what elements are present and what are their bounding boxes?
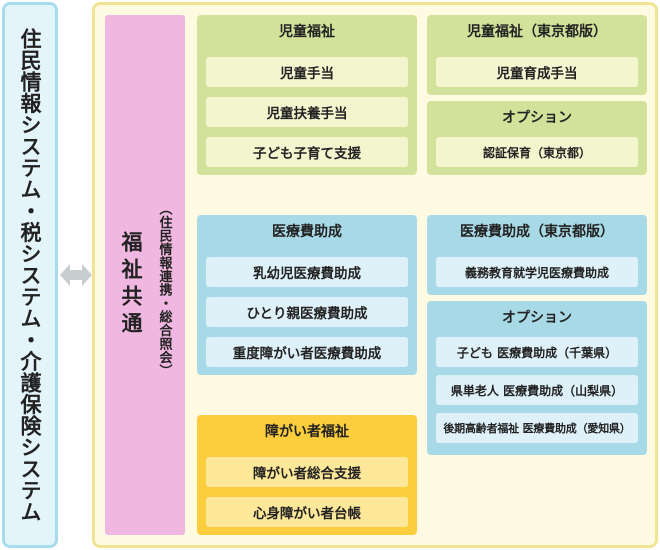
group-title: 障がい者福祉 [265,424,349,440]
disability-welfare-group: 障がい者福祉 障がい者総合支援 心身障がい者台帳 [197,415,417,535]
module-item: 障がい者総合支援 [206,457,408,487]
welfare-common-box: 福祉共通 （住民情報連携・総合照会） [105,15,185,535]
module-item: 心身障がい者台帳 [206,497,408,527]
external-systems-label: 住民情報システム・税システム・介護保険システム [18,27,42,523]
medical-option-group: オプション 子ども 医療費助成（千葉県） 県単老人 医療費助成（山梨県） 後期高… [427,301,647,455]
module-item: 県単老人 医療費助成（山梨県） [436,375,638,405]
module-item: 児童育成手当 [436,57,638,87]
group-title: オプション [502,310,572,326]
group-title: 医療費助成（東京都版） [460,224,614,240]
group-title: オプション [502,110,572,126]
module-item: 重度障がい者医療費助成 [206,337,408,367]
child-option-group: オプション 認証保育（東京都） [427,101,647,175]
module-item: 児童手当 [206,57,408,87]
module-item: 後期高齢者福祉 医療費助成（愛知県） [436,413,638,443]
module-item: 子ども子育て支援 [206,137,408,167]
module-item: 義務教育就学児医療費助成 [436,257,638,287]
child-welfare-tokyo-group: 児童福祉（東京都版） 児童育成手当 [427,15,647,95]
module-item: 子ども 医療費助成（千葉県） [436,337,638,367]
medical-subsidy-tokyo-group: 医療費助成（東京都版） 義務教育就学児医療費助成 [427,215,647,295]
module-item: 乳幼児医療費助成 [206,257,408,287]
group-title: 児童福祉 [279,24,335,40]
child-welfare-group: 児童福祉 児童手当 児童扶養手当 子ども子育て支援 [197,15,417,175]
medical-subsidy-group: 医療費助成 乳幼児医療費助成 ひとり親医療費助成 重度障がい者医療費助成 [197,215,417,375]
module-item: ひとり親医療費助成 [206,297,408,327]
welfare-common-title: 福祉共通 [119,231,143,339]
double-arrow-icon [60,264,92,286]
welfare-common-subtitle: （住民情報連携・総合照会） [156,202,172,378]
module-item: 認証保育（東京都） [436,137,638,167]
group-title: 医療費助成 [272,224,342,240]
external-systems-box: 住民情報システム・税システム・介護保険システム [2,2,58,548]
group-title: 児童福祉（東京都版） [467,24,607,40]
module-item: 児童扶養手当 [206,97,408,127]
